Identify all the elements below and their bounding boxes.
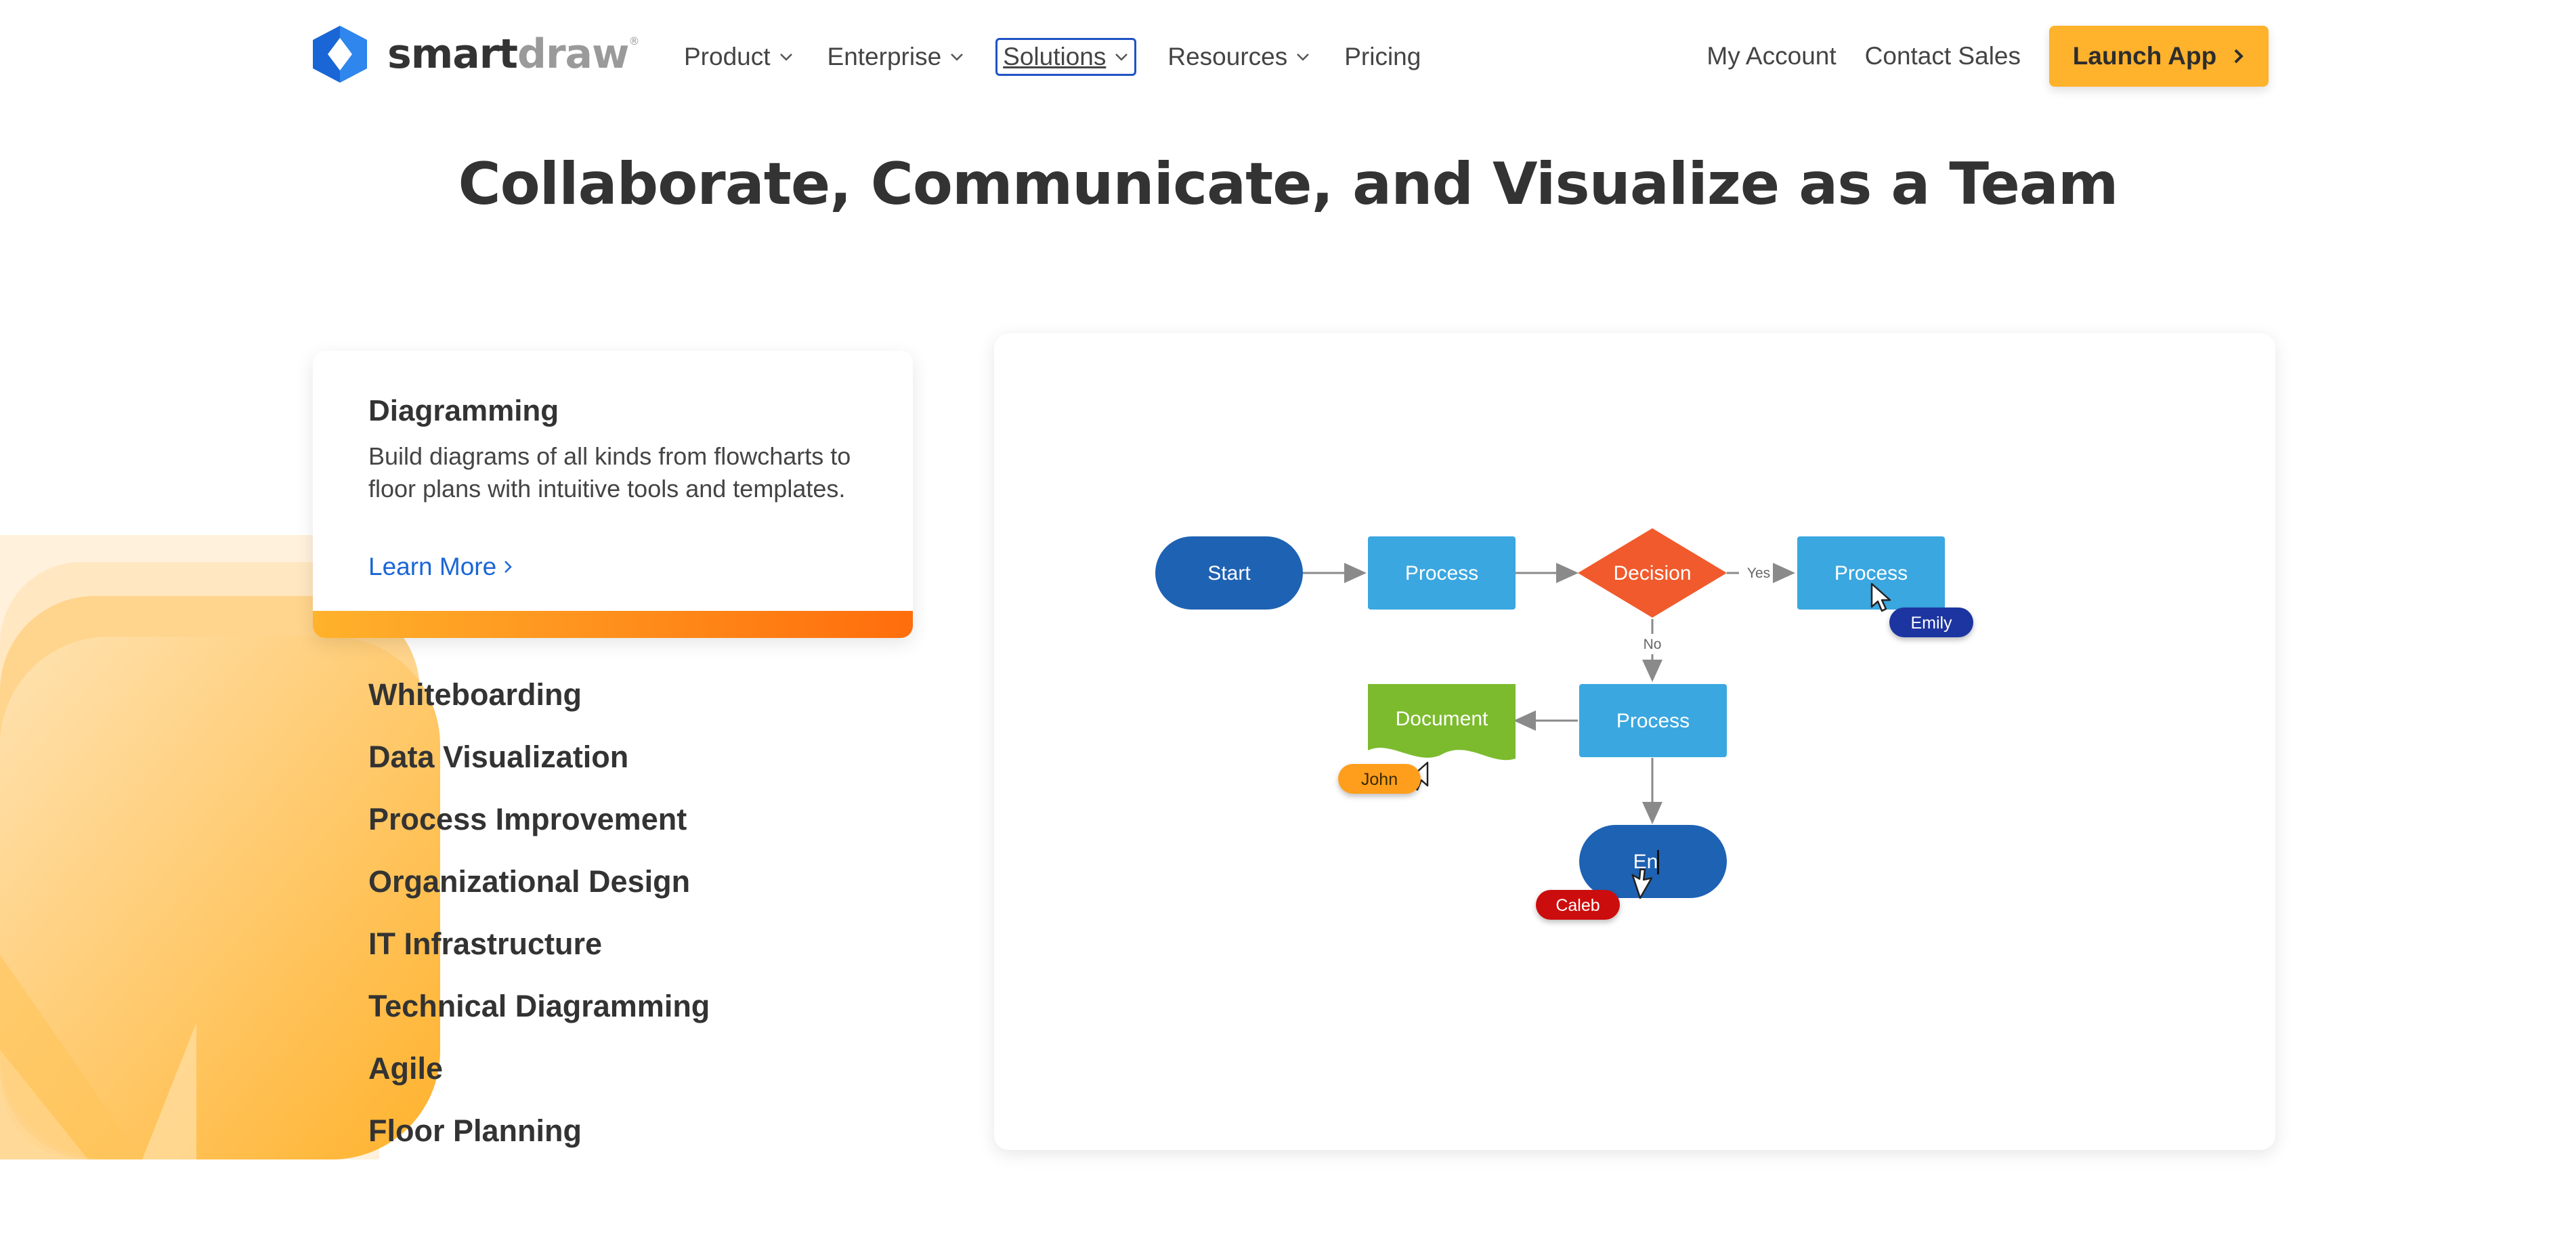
feature-list: Whiteboarding Data Visualization Process… <box>368 675 710 1173</box>
process-3-label: Process <box>1616 710 1690 732</box>
card-description: Build diagrams of all kinds from flowcha… <box>368 442 851 503</box>
smartdraw-logo-icon <box>313 26 367 83</box>
feature-it-infrastructure[interactable]: IT Infrastructure <box>368 926 603 961</box>
nav-resources-label: Resources <box>1167 43 1288 70</box>
nav-enterprise[interactable]: Enterprise <box>825 38 968 76</box>
nav-actions: My Account Contact Sales Launch App <box>1706 26 2269 87</box>
main-menu: Product Enterprise Solutions Resources P… <box>681 38 1452 76</box>
feature-agile[interactable]: Agile <box>368 1051 444 1086</box>
caleb-user-tag: Caleb <box>1536 890 1620 920</box>
diagramming-feature-card[interactable]: Diagramming Build diagrams of all kinds … <box>313 351 913 638</box>
cursor-pointer-icon <box>1631 868 1653 899</box>
caleb-name: Caleb <box>1555 896 1600 915</box>
start-shape[interactable]: Start <box>1155 536 1303 610</box>
decorative-orange-background <box>0 535 440 1159</box>
text-cursor <box>1657 850 1659 874</box>
process-shape-1[interactable]: Process <box>1368 536 1516 610</box>
learn-more-label: Learn More <box>368 553 497 580</box>
card-accent-bar <box>313 611 913 638</box>
decision-label: Decision <box>1613 562 1691 584</box>
emily-user-tag: Emily <box>1889 608 1973 637</box>
chevron-down-icon <box>1115 54 1128 61</box>
process-1-label: Process <box>1405 562 1478 584</box>
john-user-tag: John <box>1338 764 1421 794</box>
nav-pricing-label: Pricing <box>1344 43 1421 70</box>
feature-organizational-design[interactable]: Organizational Design <box>368 864 691 899</box>
nav-product-label: Product <box>684 43 771 70</box>
nav-resources[interactable]: Resources <box>1165 38 1313 76</box>
feature-floor-planning[interactable]: Floor Planning <box>368 1113 582 1148</box>
chevron-right-icon <box>2234 49 2244 64</box>
feature-whiteboarding[interactable]: Whiteboarding <box>368 677 582 712</box>
chevron-down-icon <box>951 54 964 61</box>
nav-solutions-label: Solutions <box>1003 43 1107 70</box>
process-shape-3[interactable]: Process <box>1579 684 1727 757</box>
launch-app-button[interactable]: Launch App <box>2049 26 2269 87</box>
nav-product[interactable]: Product <box>681 38 796 76</box>
flowchart-diagram: Yes No Start Process Decision Process Pr… <box>1155 528 1973 920</box>
feature-data-visualization[interactable]: Data Visualization <box>368 740 629 774</box>
emily-name: Emily <box>1910 614 1952 633</box>
john-name: John <box>1361 770 1398 789</box>
launch-app-label: Launch App <box>2072 42 2217 70</box>
process-2-label: Process <box>1834 562 1908 584</box>
document-shape[interactable]: Document <box>1368 684 1516 761</box>
smartdraw-logo[interactable]: smartdraw® <box>313 26 639 83</box>
top-navigation: smartdraw® Product Enterprise Solutions … <box>0 0 2576 114</box>
chevron-down-icon <box>1297 54 1310 61</box>
document-label: Document <box>1396 708 1488 730</box>
logo-wordmark: smartdraw® <box>387 30 639 78</box>
chevron-right-icon <box>505 561 512 573</box>
feature-technical-diagramming[interactable]: Technical Diagramming <box>368 989 710 1023</box>
my-account-link[interactable]: My Account <box>1706 42 1837 70</box>
feature-process-improvement[interactable]: Process Improvement <box>368 802 687 836</box>
nav-enterprise-label: Enterprise <box>827 43 942 70</box>
end-shape[interactable]: En <box>1579 825 1727 898</box>
learn-more-link[interactable]: Learn More <box>368 553 513 581</box>
start-label: Start <box>1207 562 1251 584</box>
page-headline: Collaborate, Communicate, and Visualize … <box>458 150 2118 218</box>
no-label: No <box>1644 637 1662 652</box>
decision-shape[interactable]: Decision <box>1578 528 1727 618</box>
nav-pricing[interactable]: Pricing <box>1341 38 1423 76</box>
contact-sales-link[interactable]: Contact Sales <box>1864 42 2021 70</box>
yes-label: Yes <box>1747 566 1770 581</box>
chevron-down-icon <box>779 54 792 61</box>
nav-solutions[interactable]: Solutions <box>995 38 1137 76</box>
flowchart-preview-panel: Yes No Start Process Decision Process Pr… <box>994 333 2275 1150</box>
process-shape-2[interactable]: Process <box>1797 536 1945 610</box>
cursor-pointer-icon <box>1870 582 1891 612</box>
card-title: Diagramming <box>368 394 559 427</box>
